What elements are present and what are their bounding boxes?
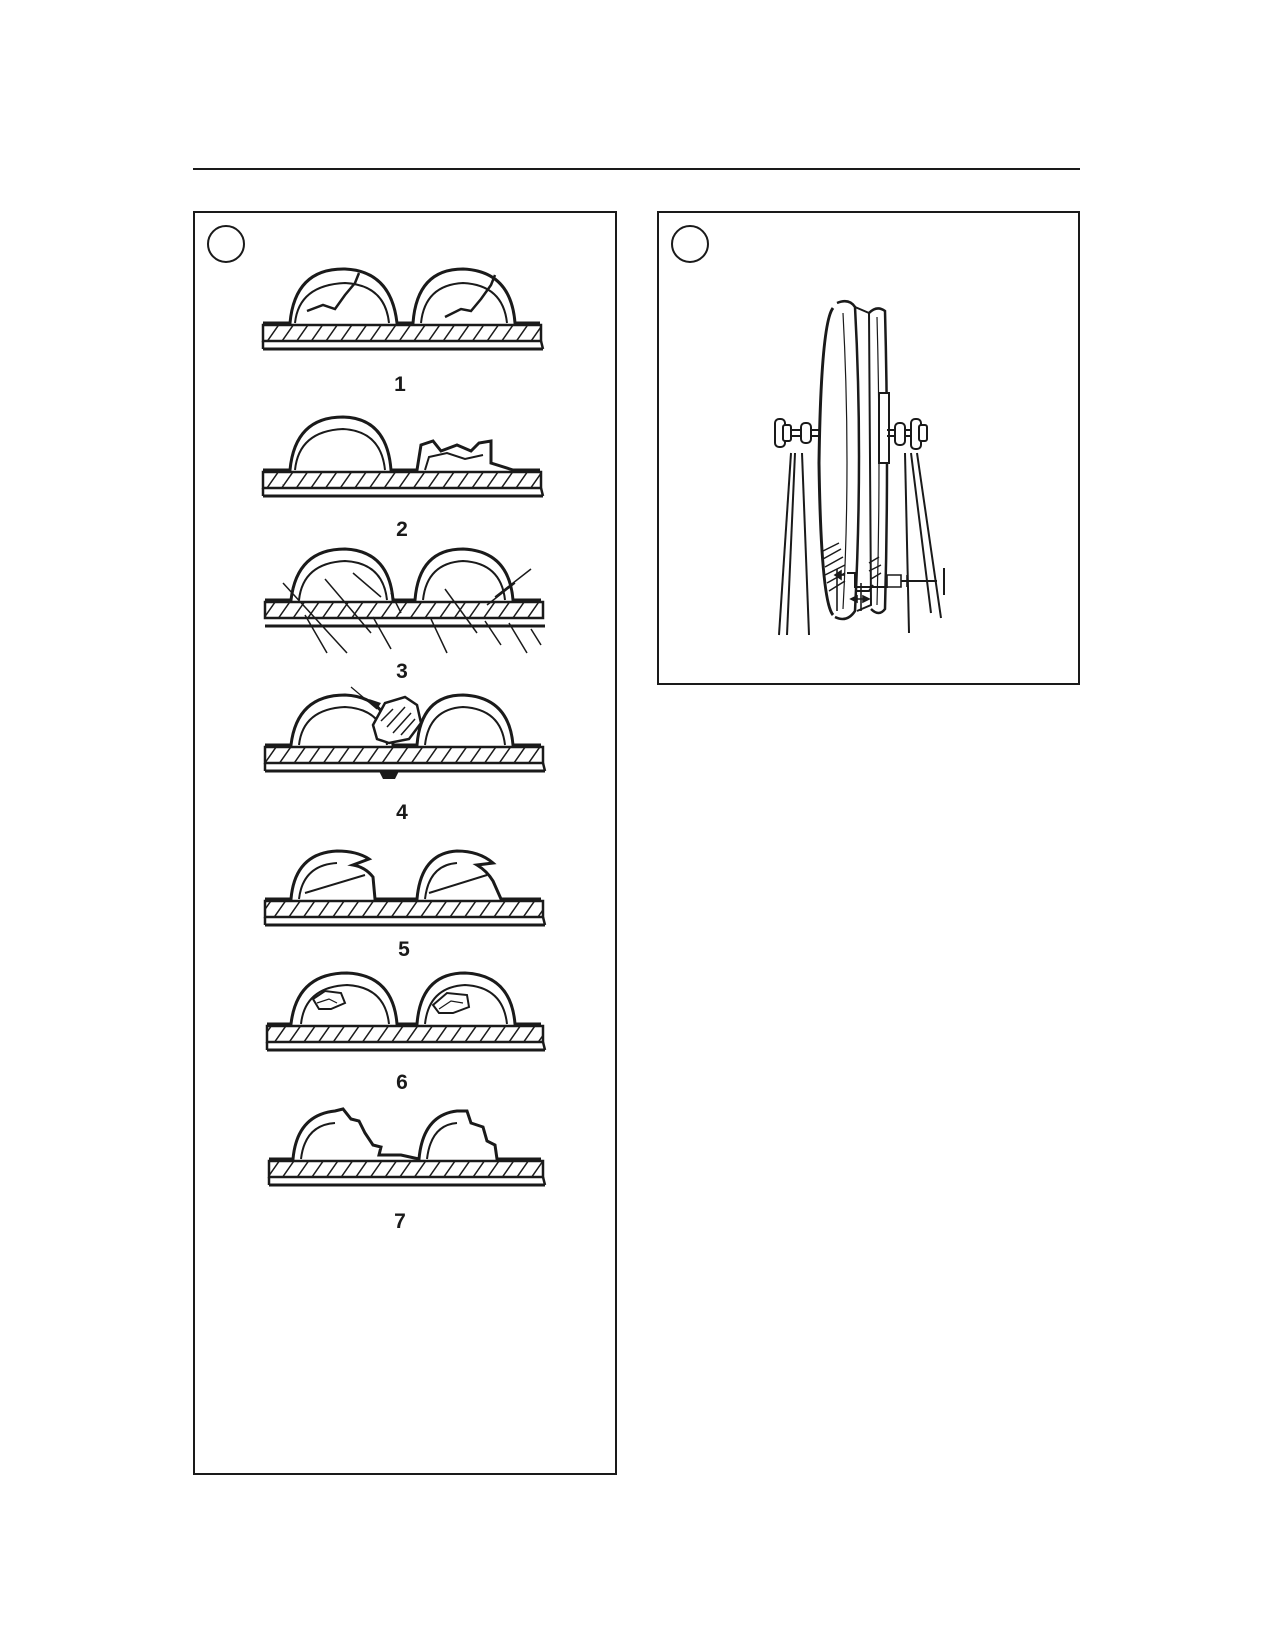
diagram-2-chunking: 2 — [263, 417, 543, 541]
diagram-label-7: 7 — [394, 1210, 406, 1233]
diagram-label-2: 2 — [396, 518, 408, 541]
runout-gauge — [835, 569, 937, 611]
figure-panel-wheel-runout — [657, 211, 1080, 685]
header-rule — [193, 168, 1080, 170]
diagram-label-3: 3 — [396, 660, 408, 683]
figure-marker-circle — [207, 225, 245, 263]
axle — [775, 419, 927, 449]
diagram-label-5: 5 — [398, 938, 410, 961]
diagram-label-6: 6 — [396, 1071, 408, 1094]
tread-damage-diagrams: 1 2 — [195, 213, 619, 1233]
wheel-on-stand-illustration — [659, 213, 1082, 687]
wheel-stand — [779, 453, 944, 635]
diagram-6-internal-separation: 6 — [267, 973, 545, 1094]
diagram-label-4: 4 — [396, 801, 408, 824]
diagram-4-stone-penetration: 4 — [265, 687, 545, 824]
figure-marker-circle — [671, 225, 709, 263]
diagram-3-cuts: 3 — [265, 549, 545, 683]
wheel-rim — [819, 301, 889, 619]
diagram-1-cracked-lugs: 1 — [263, 269, 543, 396]
figure-panel-tread-damage: 1 2 — [193, 211, 617, 1475]
diagram-7-abrasion: 7 — [269, 1109, 545, 1233]
diagram-label-1: 1 — [394, 373, 406, 396]
diagram-5-lug-tearing: 5 — [265, 851, 545, 961]
